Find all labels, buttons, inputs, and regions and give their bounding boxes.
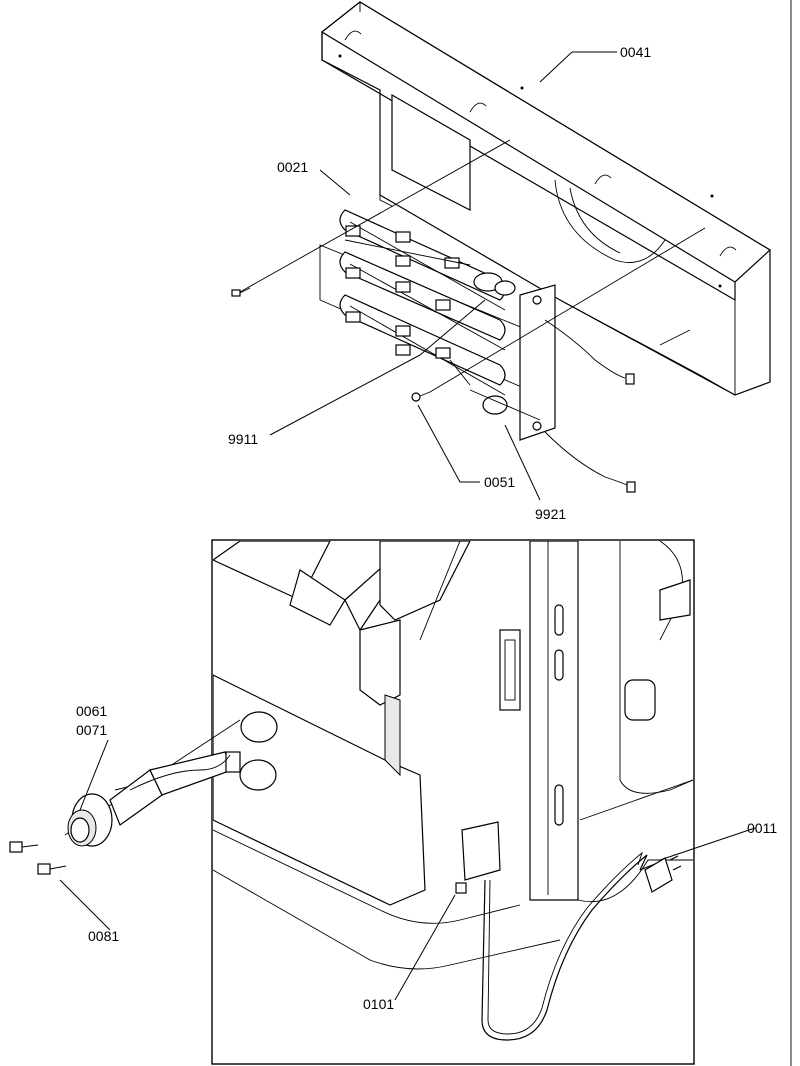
callout-0041: 0041 (620, 44, 651, 60)
callout-0051: 0051 (484, 474, 515, 490)
callout-9921: 9921 (535, 506, 566, 522)
bracket-top-rail (320, 1, 771, 283)
callout-0061: 0061 (76, 703, 107, 719)
callout-9911: 9911 (228, 431, 258, 447)
wire-lead-upper (544, 319, 626, 379)
fuse-9921 (482, 395, 508, 415)
callout-0021: 0021 (277, 159, 308, 175)
inset-unit-cutaway (213, 541, 693, 1041)
power-cord (481, 854, 648, 1041)
callout-0071: 0071 (76, 722, 107, 738)
cord-bracket-0101 (455, 882, 467, 894)
wire-lead-lower (544, 431, 628, 486)
heater-bracket-assembly (320, 1, 771, 396)
screw-0051 (411, 391, 431, 402)
power-plug-0011 (639, 855, 682, 893)
callout-0011: 0011 (747, 820, 777, 836)
blower-wheel (554, 179, 666, 263)
callout-0081: 0081 (88, 928, 119, 944)
bracket-window (391, 93, 471, 211)
vertical-channel (529, 541, 579, 901)
callout-0101: 0101 (363, 996, 394, 1012)
heater-mount-plate (519, 284, 556, 441)
screw-left (231, 287, 251, 297)
switch-knob-assembly (9, 719, 241, 875)
